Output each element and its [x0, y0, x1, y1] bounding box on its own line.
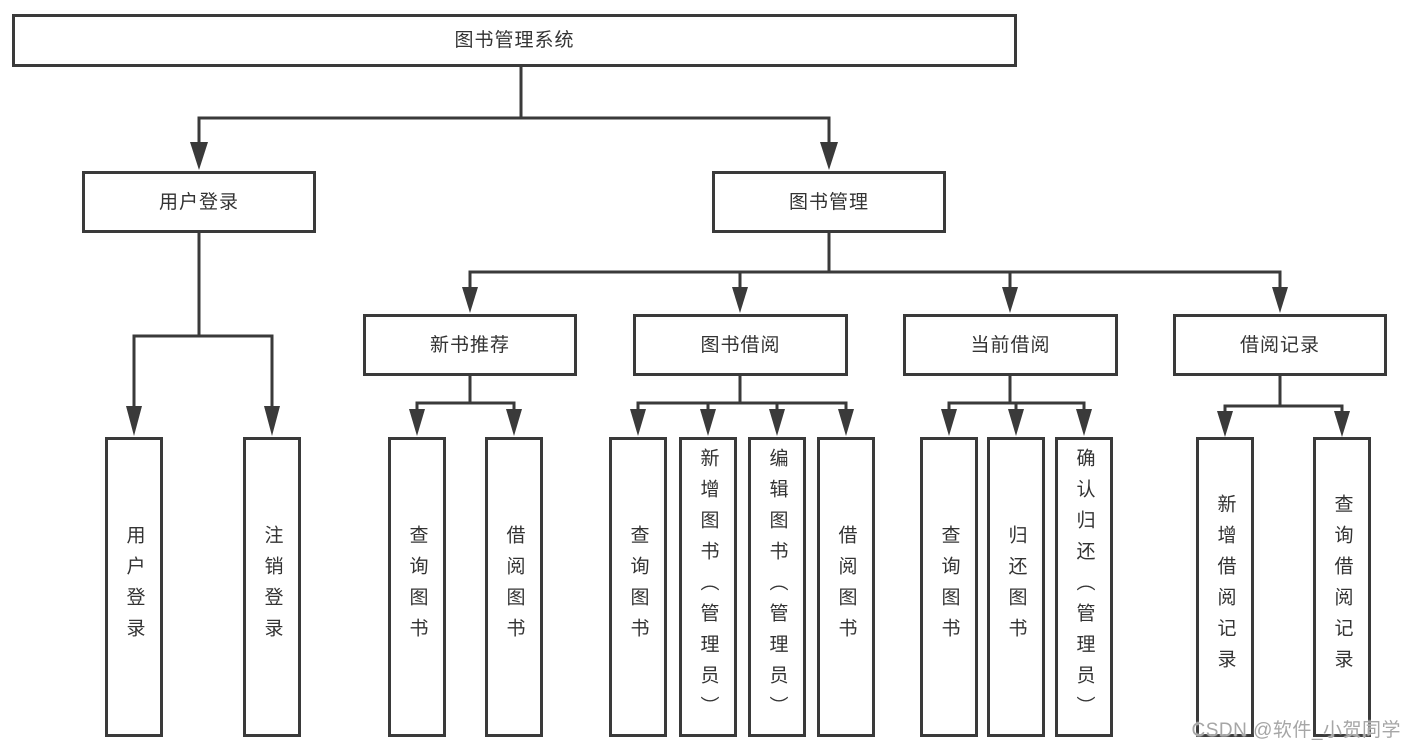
node-book-borrowing: 图书借阅: [633, 314, 848, 376]
leaf-user-login: 用户登录: [105, 437, 163, 737]
node-current-borrowing: 当前借阅: [903, 314, 1118, 376]
leaf-query-borrow-record: 查询借阅记录: [1313, 437, 1371, 737]
leaf-add-book-admin: 新增图书（管理员）: [679, 437, 737, 737]
watermark: CSDN @软件_小贺同学: [1191, 720, 1401, 741]
leaf-query-books-recommend: 查询图书: [388, 437, 446, 737]
node-user-login: 用户登录: [82, 171, 316, 233]
node-new-book-recommend: 新书推荐: [363, 314, 577, 376]
leaf-return-books: 归还图书: [987, 437, 1045, 737]
leaf-edit-book-admin: 编辑图书（管理员）: [748, 437, 806, 737]
leaf-borrow-books-recommend: 借阅图书: [485, 437, 543, 737]
leaf-query-books-current: 查询图书: [920, 437, 978, 737]
node-book-management: 图书管理: [712, 171, 946, 233]
leaf-logout: 注销登录: [243, 437, 301, 737]
leaf-query-books-borrowing: 查询图书: [609, 437, 667, 737]
node-library-system: 图书管理系统: [12, 14, 1017, 67]
node-borrowing-records: 借阅记录: [1173, 314, 1387, 376]
leaf-add-borrow-record: 新增借阅记录: [1196, 437, 1254, 737]
leaf-borrow-books-borrowing: 借阅图书: [817, 437, 875, 737]
leaf-confirm-return-admin: 确认归还（管理员）: [1055, 437, 1113, 737]
